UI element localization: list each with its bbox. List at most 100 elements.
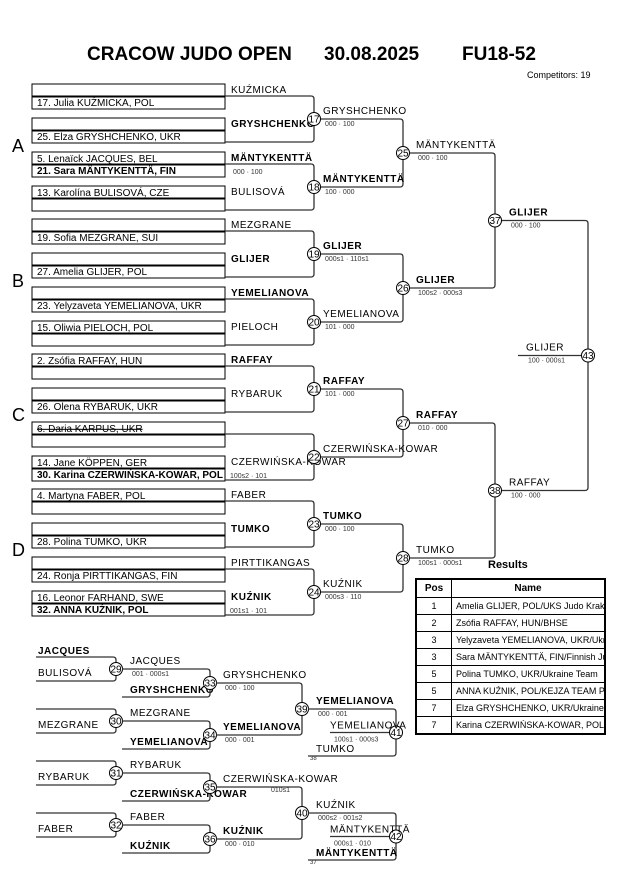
competitor-name: 5. Lenaïck JACQUES, BEL bbox=[37, 154, 158, 165]
repechage-entrant: MEZGRANE bbox=[38, 720, 99, 731]
champion-name: GLIJER bbox=[526, 343, 564, 354]
pool-label: B bbox=[12, 271, 24, 291]
entry-box-top bbox=[31, 320, 226, 335]
match-number: 19 bbox=[308, 250, 320, 261]
entry-box-bottom bbox=[31, 433, 226, 448]
repechage-entrant: FABER bbox=[38, 824, 73, 835]
repechage-score: 000s2 · 001s2 bbox=[318, 815, 362, 822]
match-score: 100s1 · 000s1 bbox=[418, 560, 462, 567]
entry-box-bottom bbox=[31, 568, 226, 583]
entry-box-bottom bbox=[31, 534, 226, 549]
entry-box-bottom bbox=[31, 399, 226, 414]
round1-winner: RYBARUK bbox=[231, 389, 283, 400]
match-score: 010 · 000 bbox=[418, 425, 448, 432]
result-name: Zsófia RAFFAY, HUN/BHSE bbox=[451, 614, 606, 632]
pool-label: A bbox=[12, 136, 24, 156]
match-score: 100s2 · 000s3 bbox=[418, 290, 462, 297]
repechage-winner: FABER bbox=[130, 812, 165, 823]
match-number-circle bbox=[488, 213, 502, 228]
repechage-loser: KUŹNIK bbox=[130, 839, 171, 852]
match-number-circle bbox=[396, 416, 410, 430]
round1-winner: PIRTTIKANGAS bbox=[231, 558, 310, 569]
header-name: Name bbox=[451, 578, 606, 598]
competitor-name: 19. Sofia MEZGRANE, SUI bbox=[37, 233, 158, 244]
entry-box-bottom bbox=[31, 500, 226, 515]
competitor-name: 15. Oliwia PIELOCH, POL bbox=[37, 323, 154, 334]
entry-box-top bbox=[31, 218, 226, 233]
match-number: 25 bbox=[397, 149, 409, 160]
bronze-opponent: TUMKO bbox=[316, 744, 355, 755]
competitor-name: 32. ANNA KUŹNIK, POL bbox=[37, 603, 149, 616]
match-winner: GLIJER bbox=[509, 208, 548, 219]
match-number-circle bbox=[307, 450, 321, 464]
pool-label: D bbox=[12, 540, 25, 560]
competitor-name: 21. Sara MÄNTYKENTTÄ, FIN bbox=[37, 164, 176, 177]
match-winner: GLIJER bbox=[416, 275, 455, 286]
entry-box-bottom bbox=[31, 365, 226, 380]
event-date: 30.08.2025 bbox=[324, 44, 420, 65]
match-number-circle bbox=[307, 247, 321, 261]
bronze-winner: MÄNTYKENTTÄ bbox=[330, 824, 410, 836]
match-winner: TUMKO bbox=[323, 511, 362, 522]
semifinal-connector bbox=[409, 152, 496, 289]
entry-box-bottom bbox=[31, 230, 226, 245]
competitor-name: 2. Zsófia RAFFAY, HUN bbox=[37, 356, 142, 367]
match-number-circle bbox=[389, 829, 403, 844]
match-number-circle bbox=[307, 517, 321, 531]
result-position: 3 bbox=[415, 648, 452, 666]
bronze-score: 100s1 · 000s3 bbox=[334, 737, 378, 744]
round1-winner: MÄNTYKENTTÄ bbox=[231, 151, 313, 164]
result-position: 1 bbox=[415, 597, 452, 615]
repechage-score: 010s1 bbox=[271, 787, 290, 794]
competitor-name: 17. Julia KUŹMICKA, POL bbox=[37, 96, 155, 109]
repechage-loser: YEMELIANOVA bbox=[130, 737, 208, 748]
repechage-winner: CZERWIŃSKA-KOWAR bbox=[223, 772, 338, 785]
result-name: Yelyzaveta YEMELIANOVA, UKR/Ukraine Team bbox=[451, 631, 606, 649]
repechage-score: 000 · 001 bbox=[318, 711, 348, 718]
round1-score: 100s2 · 101 bbox=[230, 473, 267, 480]
repechage-loser: CZERWIŃSKA-KOWAR bbox=[130, 787, 248, 800]
result-name: Amelia GLIJER, POL/UKS Judo Krakow bbox=[451, 597, 606, 615]
event-title: CRACOW JUDO OPEN bbox=[87, 44, 292, 65]
match-number-circle bbox=[307, 112, 321, 126]
round1-winner: TUMKO bbox=[231, 524, 270, 535]
entry-box-bottom bbox=[31, 129, 226, 144]
match-number-circle bbox=[396, 551, 410, 565]
page-header: CRACOW JUDO OPEN 30.08.2025 FU18-52 bbox=[0, 44, 630, 72]
round1-winner: YEMELIANOVA bbox=[231, 288, 309, 299]
repechage-winner: KUŹNIK bbox=[223, 824, 264, 837]
repechage-winner: MEZGRANE bbox=[130, 708, 191, 719]
round1-winner: KUŹNIK bbox=[231, 590, 272, 603]
competitor-name: 30. Karina CZERWIŃSKA-KOWAR, POL bbox=[37, 468, 223, 481]
round1-winner: PIELOCH bbox=[231, 322, 278, 333]
match-score: 101 · 000 bbox=[325, 324, 355, 331]
result-name: Polina TUMKO, UKR/Ukraine Team bbox=[451, 665, 606, 683]
repechage-entrant: RYBARUK bbox=[38, 772, 90, 783]
match-number: 43 bbox=[582, 351, 594, 362]
result-position: 3 bbox=[415, 631, 452, 649]
repechage-score: 000 · 010 bbox=[225, 841, 255, 848]
match-number: 37 bbox=[489, 216, 501, 227]
match-number: 34 bbox=[204, 731, 216, 742]
round1-winner: MEZGRANE bbox=[231, 220, 292, 231]
repechage-entrant: JACQUES bbox=[38, 646, 90, 657]
result-position: 7 bbox=[415, 716, 452, 735]
results-header-row: Pos Name bbox=[415, 578, 606, 598]
match-number-circle bbox=[307, 382, 321, 396]
entry-box-bottom bbox=[31, 95, 226, 110]
match-number: 40 bbox=[296, 809, 308, 820]
entry-box-bottom bbox=[31, 264, 226, 279]
match-number: 31 bbox=[110, 769, 122, 780]
repechage-loser: GRYSHCHENKO bbox=[130, 685, 214, 696]
competitor-name: 23. Yelyzaveta YEMELIANOVA, UKR bbox=[37, 301, 202, 312]
entry-box-top bbox=[31, 421, 226, 436]
entry-box-bottom bbox=[31, 332, 226, 347]
entry-box-bottom bbox=[31, 467, 226, 482]
match-number: 42 bbox=[390, 832, 402, 843]
match-number: 33 bbox=[204, 679, 216, 690]
